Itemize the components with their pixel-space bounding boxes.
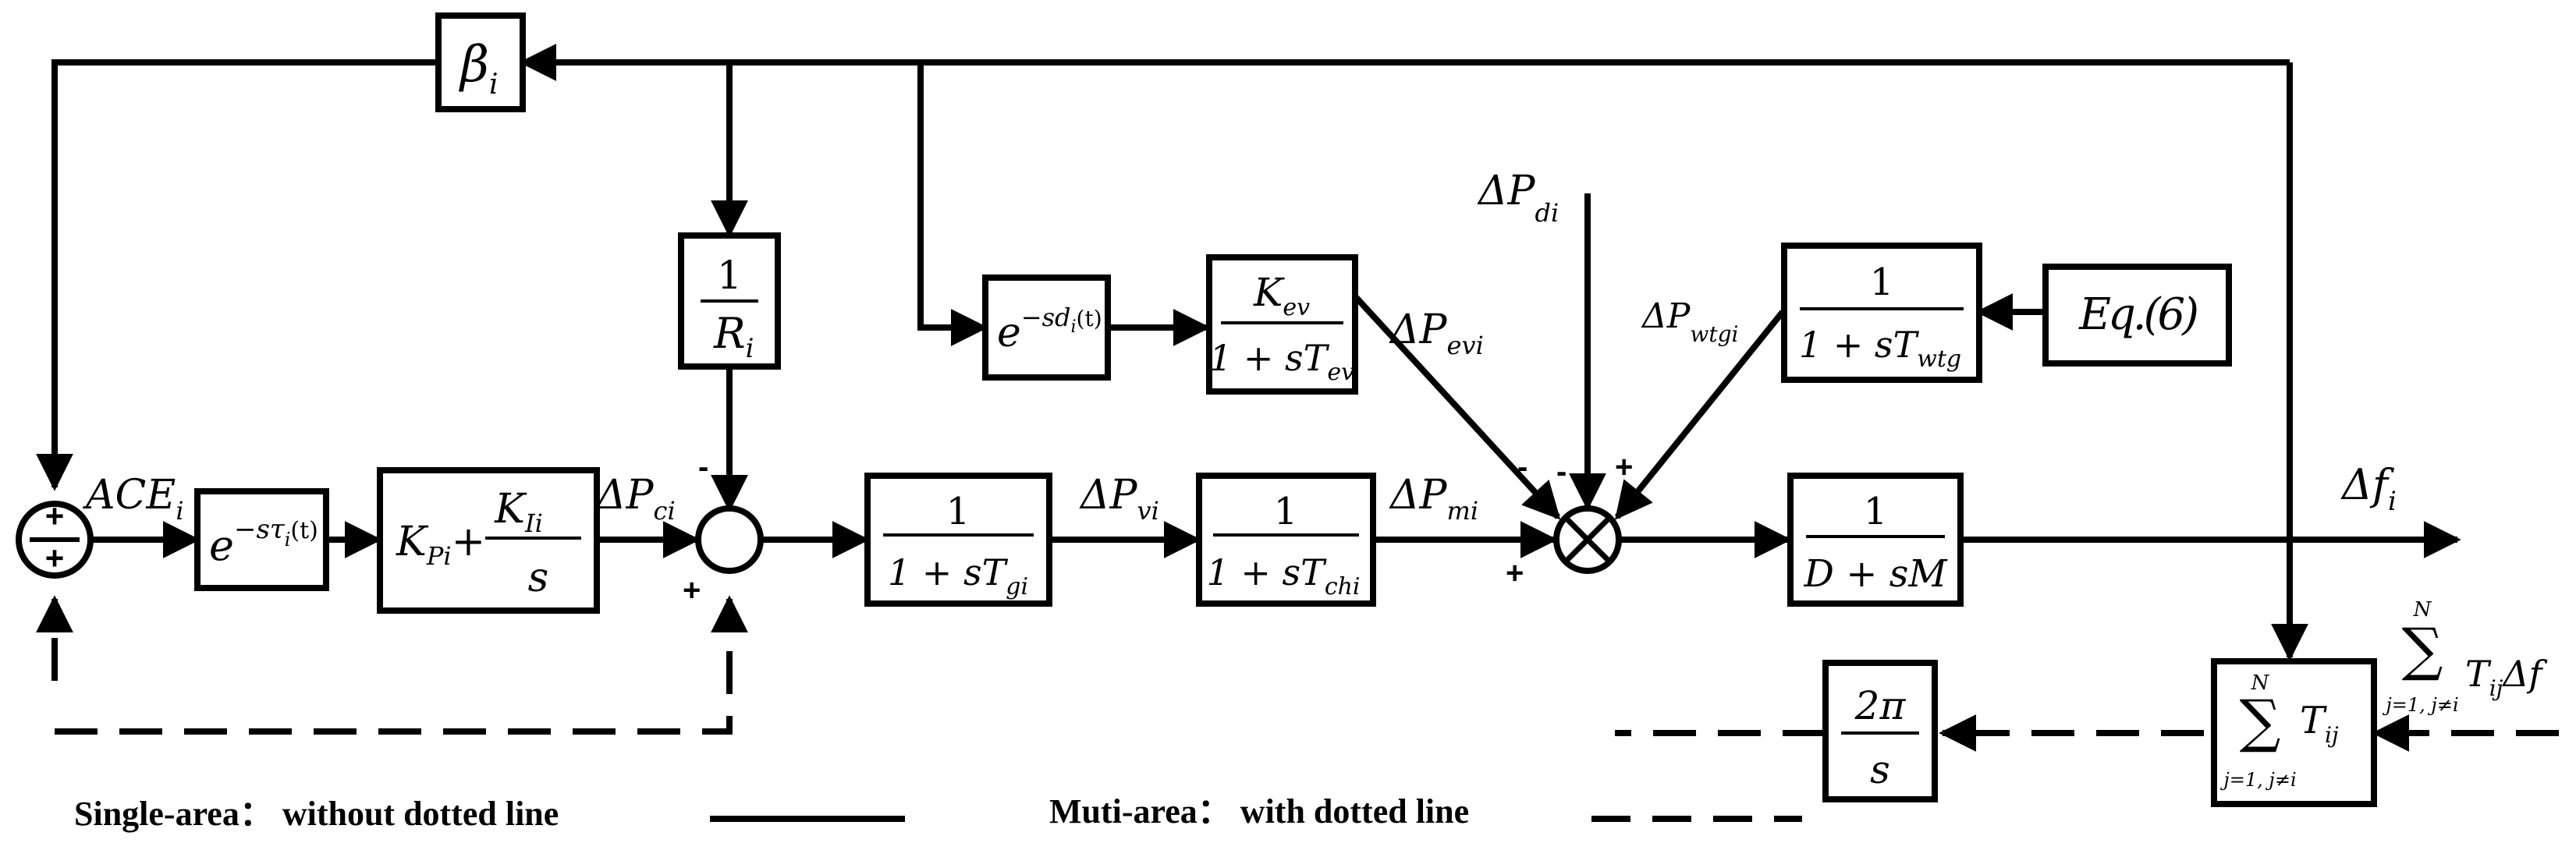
svg-text:βi: βi — [459, 36, 499, 101]
svg-text:1: 1 — [1870, 260, 1894, 304]
svg-text:1 + sTwtg: 1 + sTwtg — [1799, 324, 1961, 373]
governor-block: 1 1 + sTgi — [864, 473, 1052, 607]
ev-block: Kev 1 + sTev — [1206, 254, 1358, 395]
droop-block: 1 Ri — [678, 232, 781, 370]
comm-delay-block: e−sτi(t) — [194, 488, 329, 591]
eq6-block: Eq.(6) — [2042, 264, 2232, 367]
ace-label: ACEi — [83, 472, 184, 526]
sign-labels: - + - - + + — [683, 450, 1633, 607]
legend-single-area: Single-area： without dotted line — [74, 795, 559, 833]
summing-junction-ace: + + — [16, 498, 94, 579]
wtg-block: 1 1 + sTwtg — [1781, 243, 1982, 383]
beta-block: βi — [435, 12, 526, 112]
sign-plus: - — [1517, 450, 1528, 484]
svg-text:1 + sTgi: 1 + sTgi — [888, 551, 1028, 600]
dashed-lines — [36, 595, 2559, 752]
svg-text:e−sdi(t): e−sdi(t) — [997, 303, 1102, 356]
svg-text:Kev: Kev — [1253, 270, 1310, 321]
svg-text:TijΔf: TijΔf — [2465, 653, 2548, 701]
sign-plus: + — [1506, 556, 1524, 590]
signal-lines — [36, 44, 2461, 661]
dpmi-label: ΔPmi — [1389, 472, 1478, 526]
ev-feed-line — [917, 62, 988, 346]
svg-text:KIi: KIi — [494, 486, 543, 538]
sign-plus: + — [45, 540, 65, 576]
svg-text:1: 1 — [946, 490, 970, 533]
legend: Single-area： without dotted line Muti-ar… — [74, 792, 1802, 833]
svg-text:e−sτi(t): e−sτi(t) — [209, 514, 318, 570]
svg-text:1: 1 — [717, 253, 742, 298]
dpdi-label: ΔPdi — [1477, 168, 1559, 228]
sign-plus: + — [1615, 450, 1633, 484]
svg-text:j=1, j≠i: j=1, j≠i — [2382, 694, 2458, 716]
signal-labels: ACEi ΔPci ΔPvi ΔPmi ΔPevi ΔPdi ΔPwtgi Δf… — [83, 168, 2548, 716]
sign-minus: - — [1556, 455, 1567, 489]
summing-junction-control — [695, 505, 764, 574]
svg-text:s: s — [528, 554, 549, 601]
dpvi-label: ΔPvi — [1079, 472, 1159, 526]
svg-text:1: 1 — [1864, 490, 1888, 533]
svg-text:Tij: Tij — [2300, 699, 2339, 748]
dfi-label: Δfi — [2340, 460, 2397, 517]
svg-text:1 + sTchi: 1 + sTchi — [1206, 551, 1360, 600]
integrator-block: 2π s — [1822, 660, 1938, 802]
dpwtgi-line — [1614, 310, 1786, 520]
ev-delay-block: e−sdi(t) — [982, 275, 1111, 381]
tie-sum-block: N ∑ j=1, j≠i Tij — [2211, 658, 2377, 807]
dpevi-label: ΔPevi — [1389, 306, 1484, 360]
svg-text:s: s — [1870, 747, 1890, 792]
svg-text:D + sM: D + sM — [1804, 552, 1949, 596]
svg-text:Ri: Ri — [713, 309, 754, 364]
svg-text:∑: ∑ — [2402, 616, 2443, 683]
svg-text:KPi+: KPi+ — [396, 519, 485, 571]
dpevi-line — [1353, 294, 1561, 520]
dpwtgi-label: ΔPwtgi — [1641, 296, 1739, 347]
svg-text:1 + sTev: 1 + sTev — [1209, 337, 1354, 386]
turbine-block: 1 1 + sTchi — [1196, 473, 1376, 607]
legend-multi-area: Muti-area： with dotted line — [1049, 792, 1469, 831]
svg-text:j=1, j≠i: j=1, j≠i — [2219, 769, 2296, 791]
beta-out-line — [36, 59, 438, 491]
svg-text:N: N — [2413, 598, 2432, 622]
svg-text:N: N — [2251, 671, 2270, 695]
svg-text:Eq.(6): Eq.(6) — [2078, 289, 2198, 340]
summing-junction-power — [1553, 505, 1622, 574]
pi-controller-block: KPi+ KIi s — [377, 467, 600, 614]
dpci-label: ΔPci — [595, 472, 676, 526]
sign-minus: - — [698, 450, 708, 484]
svg-text:2π: 2π — [1854, 683, 1907, 728]
load-block: 1 D + sM — [1787, 473, 1964, 607]
sign-plus: + — [683, 573, 701, 607]
tie-input-label: N ∑ j=1, j≠i TijΔf — [2382, 598, 2547, 716]
tie-power-return-line — [55, 595, 748, 735]
svg-text:∑: ∑ — [2240, 688, 2281, 755]
svg-text:1: 1 — [1274, 490, 1298, 533]
sign-plus: + — [45, 498, 65, 534]
